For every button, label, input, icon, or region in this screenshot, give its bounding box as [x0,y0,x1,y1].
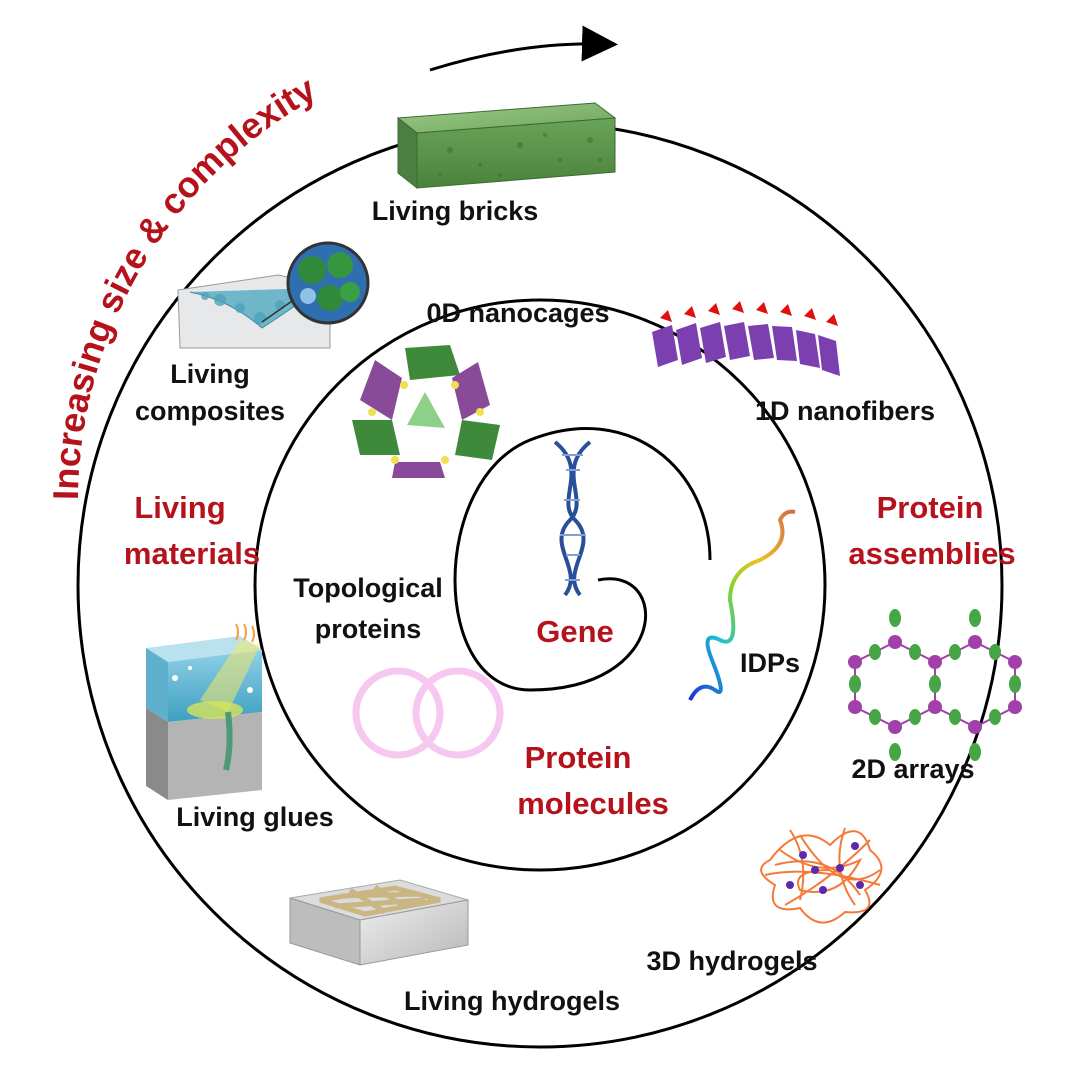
living-composites-image [177,241,370,349]
living-materials-category-2: materials [124,536,260,571]
living-bricks-image [396,102,617,190]
protein-assemblies-category-1: Protein [877,490,984,525]
topological-proteins-label-2: proteins [315,614,422,644]
topological-proteins-label-1: Topological [293,573,443,603]
nanofibers-label: 1D nanofibers [755,396,935,426]
spiral-arrow [429,25,618,72]
outer-ring [76,121,1004,1049]
living-composites-label-1: Living [170,359,250,389]
living-hydrogels-image [289,879,469,966]
hydrogel-network-image [760,827,883,924]
idps-label: IDPs [740,648,800,678]
living-bricks-label: Living bricks [372,196,539,226]
protein-assemblies-category-2: assemblies [848,536,1015,571]
idp-chain-image [688,509,796,701]
array-lattice-image [848,609,1022,761]
living-glues-image [146,623,262,800]
dna-helix-image [553,440,592,597]
arrays-label: 2D arrays [851,754,974,784]
middle-ring [253,298,827,872]
gene-label: Gene [536,614,614,649]
protein-molecules-category-2: molecules [517,786,669,821]
living-glues-label: Living glues [176,802,334,832]
nanofiber-image [652,301,840,376]
inner-spiral [453,427,712,692]
living-materials-category-1: Living [134,490,225,525]
living-composites-label-2: composites [135,396,285,426]
topological-rings-image [352,667,504,759]
hydrogel-crosslinks [786,842,864,894]
protein-molecules-category-1: Protein [525,740,632,775]
living-hydrogels-label: Living hydrogels [404,986,620,1016]
nanocages-label: 0D nanocages [426,298,609,328]
hydrogels-label: 3D hydrogels [646,946,817,976]
nanocage-image [352,345,500,478]
